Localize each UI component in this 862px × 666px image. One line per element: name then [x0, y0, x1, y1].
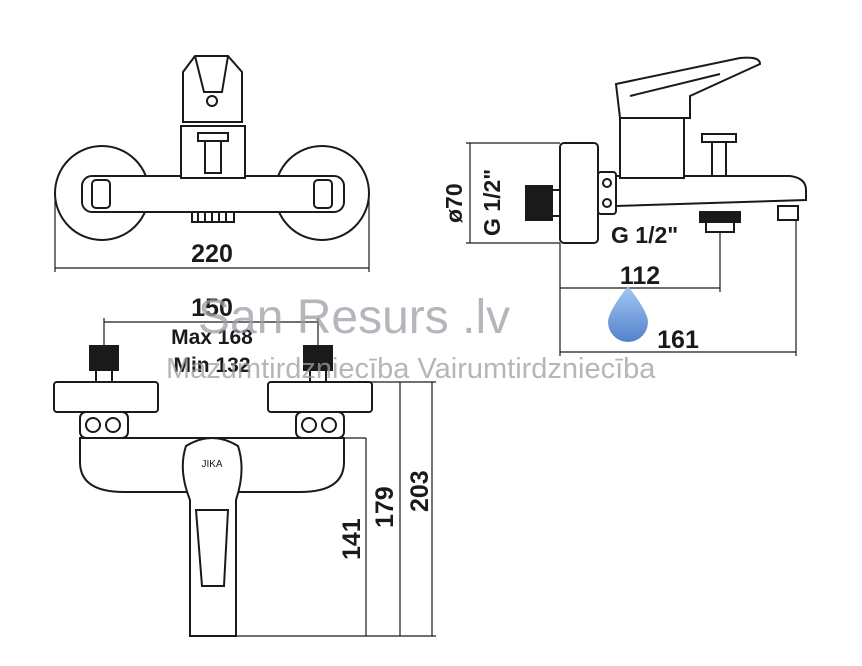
- label-220: 220: [191, 240, 233, 268]
- front-dims: [103, 318, 436, 637]
- label-thread-bottom: G 1/2": [611, 222, 678, 248]
- right-flange: [267, 381, 373, 413]
- label-max: Max 168: [171, 326, 253, 349]
- top-view: [54, 55, 370, 241]
- label-179: 179: [371, 486, 399, 528]
- front-view: [53, 345, 373, 637]
- label-112: 112: [620, 262, 660, 290]
- left-flange: [53, 381, 159, 413]
- label-141: 141: [338, 518, 366, 560]
- watermark-title: San Resurs .lv: [198, 291, 510, 344]
- dim-220: [54, 193, 370, 272]
- label-203: 203: [406, 470, 434, 512]
- wall-flange: [559, 142, 599, 244]
- brand-logo: JIKA: [201, 459, 222, 470]
- label-diameter: ø70: [441, 183, 467, 223]
- label-min: Min 132: [173, 354, 250, 377]
- lever-side: [614, 56, 762, 119]
- lever-top: [182, 55, 243, 123]
- lever-front: [181, 437, 243, 637]
- body-bar: [81, 175, 345, 213]
- spout: [615, 175, 807, 208]
- watermark-subtitle: Mazumtirdzniecība Vairumtirdzniecība: [166, 353, 656, 385]
- label-161: 161: [657, 326, 699, 354]
- label-thread-side: G 1/2": [479, 169, 505, 236]
- water-drop-icon: [608, 286, 648, 342]
- label-150: 150: [191, 294, 233, 322]
- side-view: [525, 56, 807, 244]
- side-dims: [466, 142, 797, 356]
